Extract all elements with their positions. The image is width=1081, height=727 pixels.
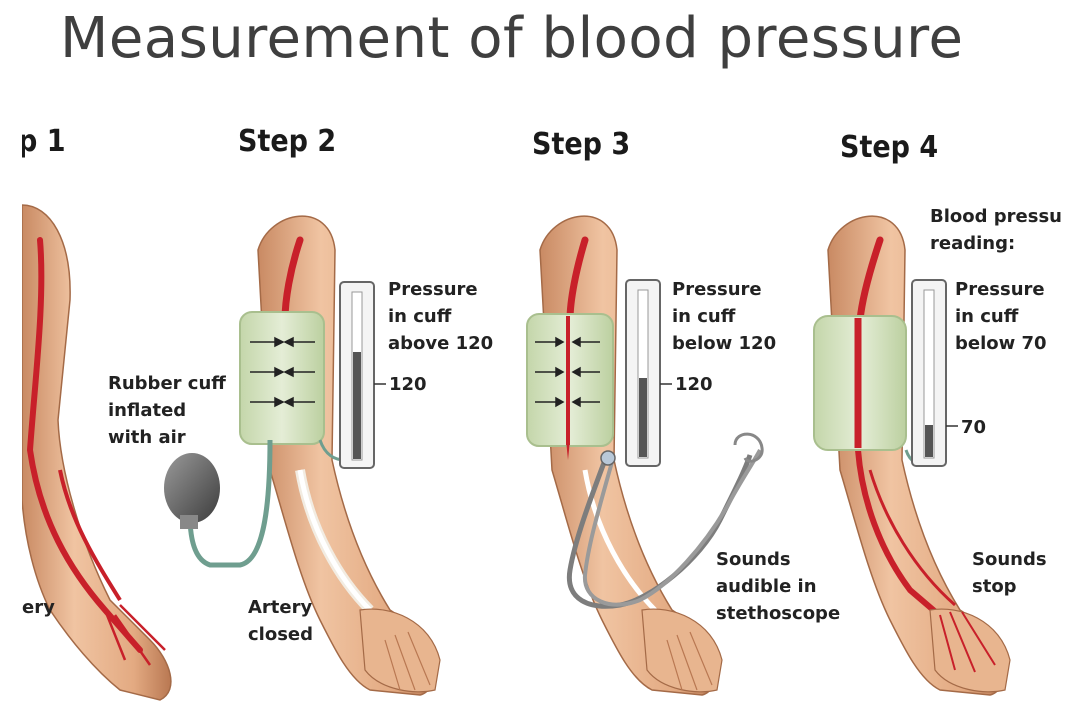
step3-gauge-mark: 120 [675, 371, 713, 398]
step4-gauge-mark: 70 [961, 414, 986, 441]
step1-artery-label: ery [22, 594, 55, 621]
step2-pressure-label: Pressure in cuff above 120 [388, 276, 493, 357]
step3-gauge [626, 280, 672, 466]
step4-label: Step 4 [840, 130, 938, 165]
step3-cuff [527, 314, 613, 460]
step3-pressure-label: Pressure in cuff below 120 [672, 276, 776, 357]
step4-sounds-label: Sounds stop [972, 546, 1047, 600]
step2-cuff-label: Rubber cuff inflated with air [108, 370, 226, 451]
step4-pressure-label: Pressure in cuff below 70 [955, 276, 1047, 357]
step4-cuff [814, 316, 928, 464]
left-margin [0, 0, 22, 727]
step4-reading-label: Blood pressu reading: 120/7 [930, 203, 1071, 259]
step1-arm [22, 205, 171, 700]
step1-label: p 1 [18, 124, 66, 159]
step3-sounds-label: Sounds audible in stethoscope [716, 546, 840, 627]
step2-gauge [340, 282, 386, 468]
step2-artery-label: Artery closed [248, 594, 313, 648]
step3-label: Step 3 [532, 127, 630, 162]
step2-cuff [240, 312, 324, 444]
step2-label: Step 2 [238, 124, 336, 159]
step2-gauge-mark: 120 [389, 371, 427, 398]
step4-gauge [912, 280, 958, 466]
